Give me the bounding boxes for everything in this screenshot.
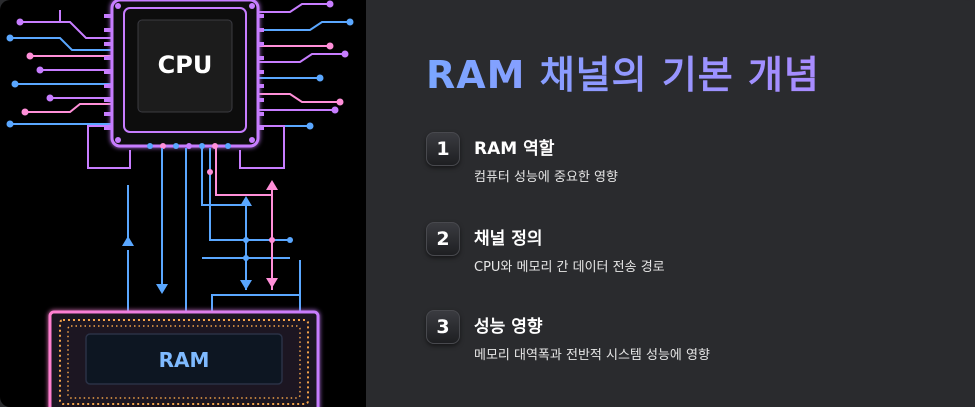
number-badge: 3 [426, 310, 460, 344]
concept-item-1: 1 RAM 역할 컴퓨터 성능에 중요한 영향 [426, 132, 946, 192]
transfer-arrows [122, 180, 278, 294]
item-heading: 채널 정의 [474, 229, 543, 249]
ram-label: RAM [159, 348, 210, 372]
cpu-bottom-pads [147, 143, 231, 149]
item-description: 컴퓨터 성능에 중요한 영향 [474, 170, 618, 185]
concept-item-3: 3 성능 영향 메모리 대역폭과 전반적 시스템 성능에 영향 [426, 310, 946, 370]
number-badge: 1 [426, 132, 460, 166]
cpu-bus-connectors [87, 125, 285, 169]
ram-module [48, 310, 320, 407]
left-trace-nodes [6, 18, 54, 128]
cpu-label: CPU [158, 51, 213, 79]
data-traces [127, 148, 301, 312]
cpu-ram-illustration: CPU [0, 0, 366, 407]
illustration-canvas: CPU [6, 0, 354, 407]
slide-title: RAM 채널의 기본 개념 [426, 44, 820, 99]
item-heading: 성능 영향 [474, 317, 543, 337]
right-trace-nodes [306, 0, 354, 130]
item-description: CPU와 메모리 간 데이터 전송 경로 [474, 260, 665, 275]
trace-junctions [207, 169, 293, 261]
left-circuit-traces [10, 10, 112, 125]
cpu-chip [110, 0, 260, 148]
content-panel: RAM 채널의 기본 개념 1 RAM 역할 컴퓨터 성능에 중요한 영향 2 … [366, 0, 975, 407]
item-description: 메모리 대역폭과 전반적 시스템 성능에 영향 [474, 348, 710, 363]
item-heading: RAM 역할 [474, 139, 555, 159]
concept-item-2: 2 채널 정의 CPU와 메모리 간 데이터 전송 경로 [426, 222, 946, 282]
right-circuit-traces [256, 3, 350, 127]
number-badge: 2 [426, 222, 460, 256]
